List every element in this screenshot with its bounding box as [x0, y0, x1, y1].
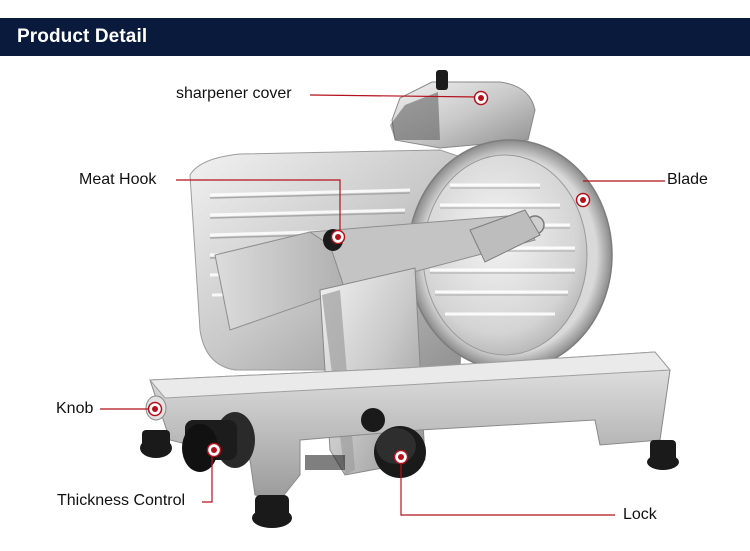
sharpener-cover-part	[390, 70, 536, 149]
callout-label-knob: Knob	[56, 400, 94, 417]
leader-thickness-control	[202, 452, 213, 503]
page-title: Product Detail	[17, 26, 148, 47]
leader-lock	[400, 457, 615, 516]
callout-label-meat-hook: Meat Hook	[79, 171, 157, 188]
leader-sharpener-cover	[309, 94, 481, 98]
callout-label-sharpener-cover: sharpener cover	[176, 85, 292, 102]
blade-part	[407, 139, 613, 371]
callout-label-blade: Blade	[667, 171, 708, 188]
base	[148, 351, 672, 501]
carriage-tray	[214, 209, 541, 331]
leader-meat-hook	[176, 179, 341, 237]
callout-markers	[147, 90, 591, 465]
header-bar: Product Detail	[0, 18, 750, 56]
callout-label-thickness-control: Thickness Control	[57, 492, 186, 509]
callout-label-lock: Lock	[623, 506, 657, 523]
feet	[140, 430, 679, 528]
callout-lines	[100, 94, 665, 516]
thickness-control-dial	[182, 412, 255, 472]
